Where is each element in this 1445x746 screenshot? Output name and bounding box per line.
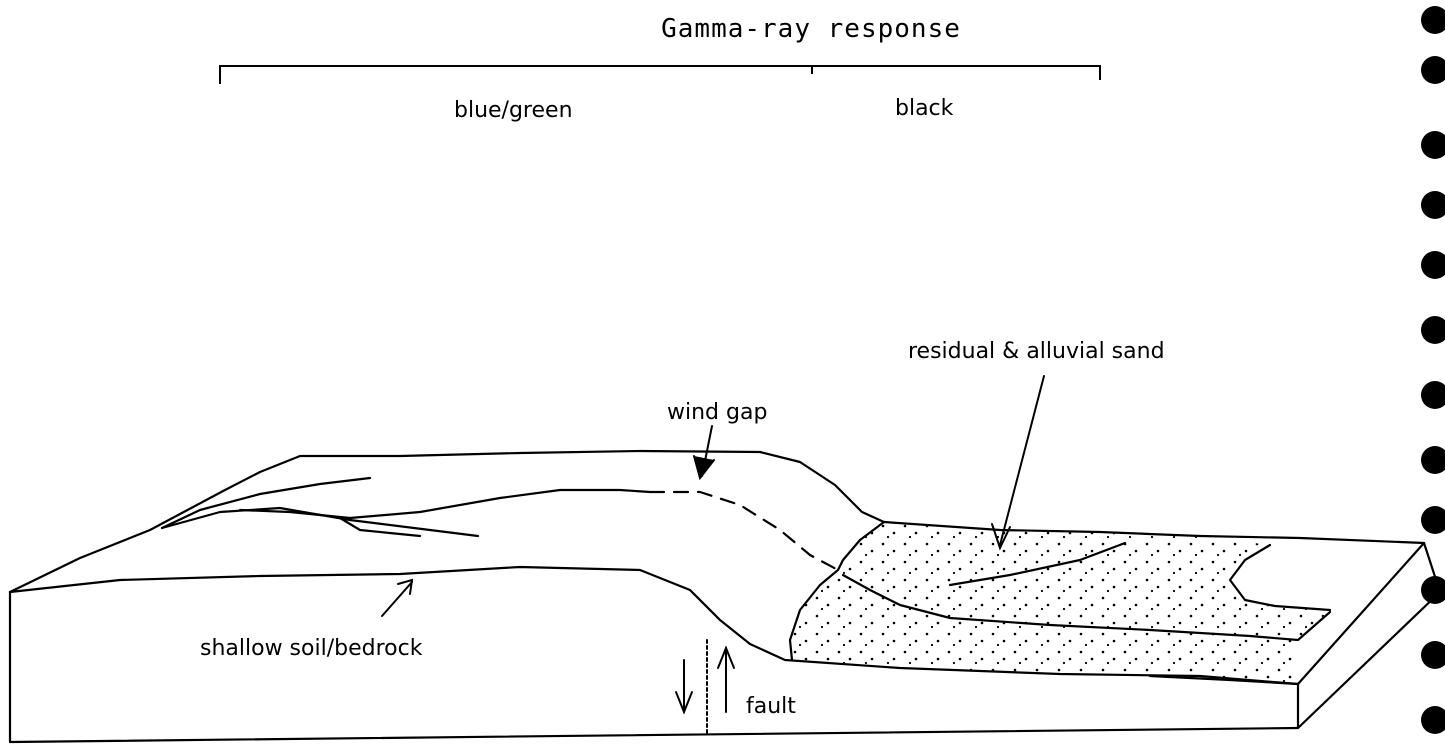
zone-label-black: black <box>895 98 953 120</box>
response-bracket <box>220 66 1100 84</box>
diagram-title: Gamma-ray response <box>1 16 1445 42</box>
sand-stipple <box>790 522 1330 684</box>
fault-label: fault <box>746 696 796 718</box>
soil-label: shallow soil/bedrock <box>200 638 422 660</box>
wind-gap-label: wind gap <box>667 402 767 424</box>
sand-label: residual & alluvial sand <box>908 341 1165 363</box>
binder-dots <box>1421 6 1445 734</box>
zone-label-blue-green: blue/green <box>454 100 573 122</box>
